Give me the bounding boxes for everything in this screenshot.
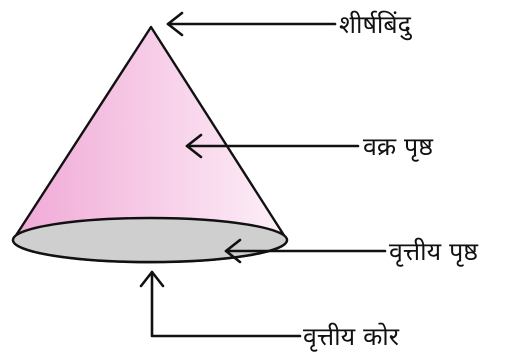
apex-label: शीर्षबिंदु [339, 10, 413, 41]
circular-surface-label: वृत्तीय पृष्ठ [389, 237, 479, 267]
circular-edge-arrow [150, 270, 302, 338]
cone-base [11, 216, 289, 264]
curved-surface-label: वक्र पृष्ठ [363, 132, 434, 162]
circular-edge-arrowhead-icon [139, 270, 165, 288]
circular-surface-arrowhead-icon [224, 238, 242, 264]
circular-edge-label: वृत्तीय कोर [303, 322, 400, 352]
curved-surface-arrowhead-icon [185, 133, 203, 159]
apex-arrowhead-icon [166, 11, 184, 37]
